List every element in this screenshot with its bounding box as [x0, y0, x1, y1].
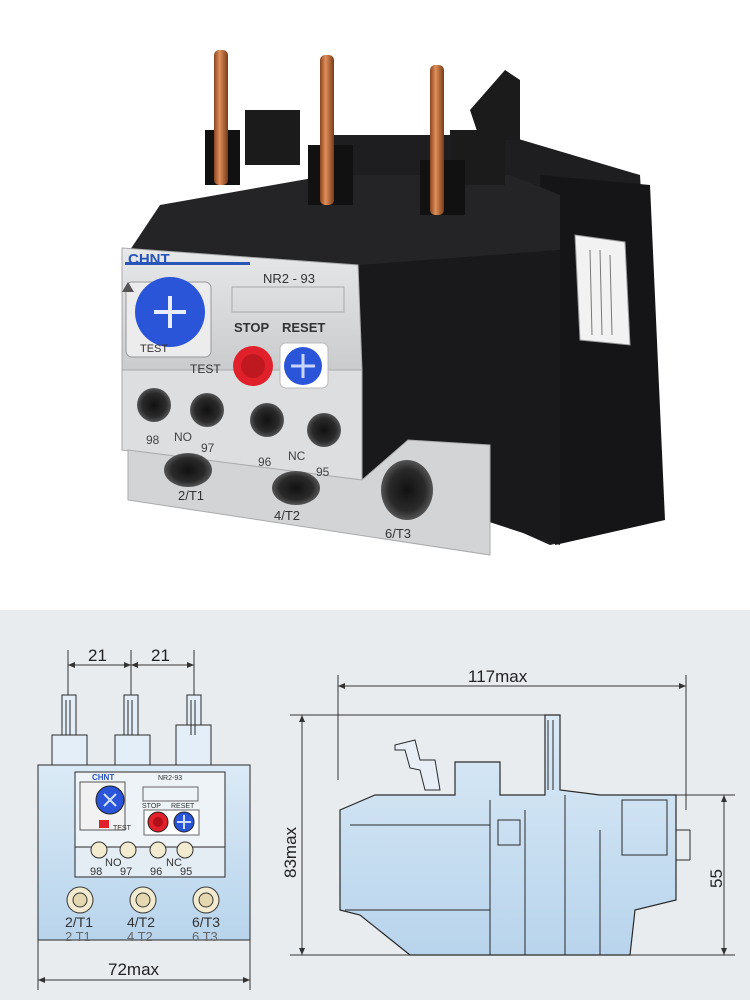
terminal-98: 98 [146, 433, 160, 447]
drawing-terminal-no: NO [105, 857, 122, 869]
drawing-terminal-6t3-lower: 6 T3 [192, 929, 218, 944]
product-photo: CHNT NR2 - 93 TEST STOP RESET TEST 98 NO… [121, 50, 665, 556]
drawing-terminal-2t1-lower: 2 T1 [65, 929, 91, 944]
test-label: TEST [190, 362, 221, 376]
terminal-no: NO [174, 430, 192, 444]
main-terminal-holes [164, 453, 433, 520]
dim-height: 83max [281, 826, 300, 878]
terminal-nc: NC [288, 449, 306, 463]
dim-length: 117max [468, 667, 528, 686]
terminal-6t3: 6/T3 [385, 526, 411, 541]
drawing-reset-label: RESET [171, 803, 195, 810]
drawing-terminal-95: 95 [180, 866, 192, 878]
reset-label: RESET [282, 320, 325, 335]
drawing-terminal-98: 98 [90, 866, 102, 878]
dimension-drawings: 21 21 CHNT NR2-93 TEST STOP RESET [0, 610, 750, 1000]
aux-terminal-screws [137, 388, 341, 447]
drawing-canvas: 21 21 CHNT NR2-93 TEST STOP RESET [37, 646, 735, 990]
drawing-terminal-96: 96 [150, 866, 162, 878]
terminal-2t1: 2/T1 [178, 488, 204, 503]
drawing-model: NR2-93 [158, 775, 182, 782]
drawing-terminal-nc: NC [166, 857, 182, 869]
drawing-terminal-97: 97 [120, 866, 132, 878]
dim-pitch-right: 21 [151, 646, 170, 665]
side-label-sticker [574, 234, 631, 346]
stop-label: STOP [234, 320, 269, 335]
dim-pitch-left: 21 [88, 646, 107, 665]
terminal-95: 95 [316, 465, 330, 479]
brand-logo: CHNT [128, 251, 170, 268]
drawing-terminal-2t1: 2/T1 [65, 914, 93, 930]
terminal-96: 96 [258, 455, 272, 469]
dial-test-label: TEST [140, 343, 168, 355]
model-label: NR2 - 93 [263, 271, 315, 286]
stop-button[interactable] [233, 346, 273, 386]
drawing-terminal-4t2: 4/T2 [127, 914, 155, 930]
drawing-terminal-4t2-lower: 4 T2 [127, 929, 153, 944]
terminal-97: 97 [201, 441, 215, 455]
drawing-stop-label: STOP [142, 803, 161, 810]
brand-stripe [125, 262, 250, 265]
setting-dial[interactable] [122, 277, 212, 358]
side-view: 117max 83max 55 [281, 667, 735, 956]
drawing-test-label: TEST [113, 825, 132, 832]
dim-mount-height: 55 [707, 869, 726, 888]
reset-button[interactable] [279, 342, 329, 389]
front-view: 21 21 CHNT NR2-93 TEST STOP RESET [37, 646, 251, 990]
marking-box [231, 286, 345, 313]
copper-pins [214, 50, 444, 215]
drawing-brand: CHNT [92, 773, 114, 782]
drawing-terminal-6t3: 6/T3 [192, 914, 220, 930]
relay-photo-illustration: CHNT NR2 - 93 TEST STOP RESET TEST 98 NO… [121, 50, 665, 556]
terminal-4t2: 4/T2 [274, 508, 300, 523]
dim-width: 72max [108, 960, 160, 979]
